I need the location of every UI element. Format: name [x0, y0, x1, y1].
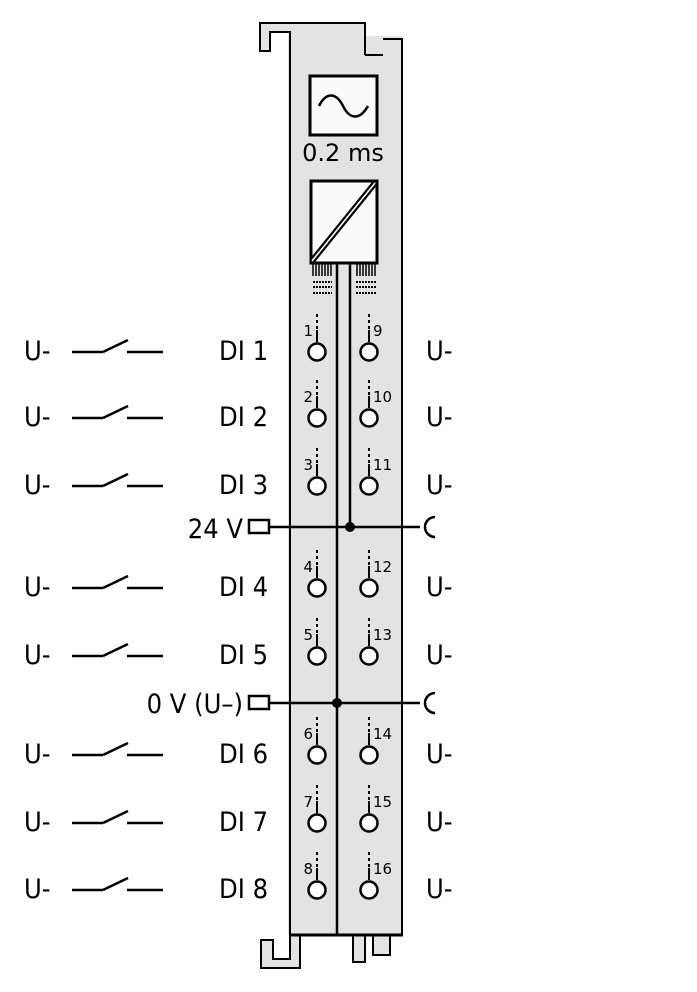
- terminal-label: U-: [426, 470, 453, 501]
- input-label: DI 6: [219, 739, 268, 770]
- source-label: U-: [24, 807, 51, 838]
- terminal-clamp-icon[interactable]: [307, 813, 327, 833]
- terminal-clamp-icon[interactable]: [307, 476, 327, 496]
- terminal-clamp-icon[interactable]: [359, 408, 379, 428]
- source-label: U-: [24, 640, 51, 671]
- input-label: DI 5: [219, 640, 268, 671]
- input-row: U- DI 4 4 12U-: [24, 550, 453, 603]
- terminal-number: 15: [373, 793, 392, 811]
- source-label: U-: [24, 336, 51, 367]
- terminal-number: 16: [373, 860, 392, 878]
- input-label: DI 7: [219, 807, 268, 838]
- terminal-clamp-icon[interactable]: [359, 342, 379, 362]
- terminal-number: 14: [373, 725, 392, 743]
- terminal-number: 5: [303, 626, 313, 644]
- source-label: U-: [24, 874, 51, 905]
- terminal-label: U-: [426, 739, 453, 770]
- terminal-clamp-icon[interactable]: [359, 476, 379, 496]
- source-label: U-: [24, 402, 51, 433]
- terminal-clamp-icon[interactable]: [307, 745, 327, 765]
- terminal-number: 11: [373, 456, 392, 474]
- terminal-clamp-icon[interactable]: [359, 813, 379, 833]
- internal-bus-lines: [335, 264, 352, 935]
- terminal-number: 3: [303, 456, 313, 474]
- terminal-number: 13: [373, 626, 392, 644]
- switch-icon: [72, 472, 163, 488]
- terminal-number: 10: [373, 388, 392, 406]
- terminal-13[interactable]: 13: [359, 618, 393, 666]
- power-rail-24v: 24 V: [188, 514, 436, 545]
- terminal-clamp-icon[interactable]: [307, 880, 327, 900]
- filter-time-label: 0.2 ms: [302, 139, 384, 167]
- terminal-label: U-: [426, 572, 453, 603]
- terminal-clamp-icon[interactable]: [359, 578, 379, 598]
- terminal-12[interactable]: 12: [359, 550, 393, 598]
- switch-icon: [72, 876, 163, 892]
- terminal-number: 12: [373, 558, 392, 576]
- input-label: DI 8: [219, 874, 268, 905]
- terminal-clamp-icon[interactable]: [359, 745, 379, 765]
- terminal-10[interactable]: 10: [359, 380, 393, 428]
- input-row: U- DI 8 8 16U-: [24, 852, 453, 905]
- terminal-number: 1: [303, 322, 313, 340]
- terminal-label: U-: [426, 336, 453, 367]
- terminal-number: 4: [303, 558, 313, 576]
- input-row: U- DI 5 5 13U-: [24, 618, 453, 671]
- terminal-label: U-: [426, 874, 453, 905]
- terminal-8[interactable]: 8: [303, 852, 327, 900]
- terminal-label: U-: [426, 402, 453, 433]
- source-label: U-: [24, 572, 51, 603]
- power-label-0v: 0 V (U–): [147, 689, 243, 720]
- terminal-5[interactable]: 5: [303, 618, 327, 666]
- switch-icon: [72, 809, 163, 825]
- terminal-clamp-icon[interactable]: [359, 880, 379, 900]
- input-row: U- DI 2 2 10U-: [24, 380, 453, 433]
- terminal-14[interactable]: 14: [359, 717, 393, 765]
- input-label: DI 4: [219, 572, 268, 603]
- input-row: U- DI 6 6 14U-: [24, 717, 453, 770]
- terminal-6[interactable]: 6: [303, 717, 327, 765]
- terminal-number: 9: [373, 322, 383, 340]
- switch-icon: [72, 642, 163, 658]
- input-row: U- DI 1 1 9U-: [24, 314, 453, 367]
- terminal-9[interactable]: 9: [359, 314, 383, 362]
- power-rail-0v: 0 V (U–): [147, 689, 436, 720]
- input-label: DI 2: [219, 402, 268, 433]
- source-label: U-: [24, 739, 51, 770]
- galvanic-isolation-icon: [309, 179, 379, 294]
- switch-icon: [72, 404, 163, 420]
- terminal-16[interactable]: 16: [359, 852, 393, 900]
- input-label: DI 3: [219, 470, 268, 501]
- power-label-24v: 24 V: [188, 514, 244, 545]
- terminal-number: 2: [303, 388, 313, 406]
- terminal-label: U-: [426, 640, 453, 671]
- switch-icon: [72, 574, 163, 590]
- terminal-clamp-icon[interactable]: [359, 646, 379, 666]
- terminal-number: 8: [303, 860, 313, 878]
- terminal-3[interactable]: 3: [303, 448, 327, 496]
- terminal-15[interactable]: 15: [359, 785, 393, 833]
- terminal-clamp-icon[interactable]: [307, 342, 327, 362]
- switch-icon: [72, 338, 163, 354]
- input-row: U- DI 3 3 11U-: [24, 448, 453, 501]
- terminal-clamp-icon[interactable]: [307, 646, 327, 666]
- terminal-label: U-: [426, 807, 453, 838]
- input-label: DI 1: [219, 336, 268, 367]
- terminal-7[interactable]: 7: [303, 785, 327, 833]
- source-label: U-: [24, 470, 51, 501]
- switch-icon: [72, 741, 163, 757]
- terminal-4[interactable]: 4: [303, 550, 327, 598]
- input-row: U- DI 7 7 15U-: [24, 785, 453, 838]
- filter-block: 0.2 ms: [302, 74, 384, 167]
- terminal-clamp-icon[interactable]: [307, 578, 327, 598]
- terminal-1[interactable]: 1: [303, 314, 327, 362]
- terminal-clamp-icon[interactable]: [307, 408, 327, 428]
- terminal-number: 6: [303, 725, 313, 743]
- terminal-2[interactable]: 2: [303, 380, 327, 428]
- terminal-number: 7: [303, 793, 313, 811]
- terminal-11[interactable]: 11: [359, 448, 393, 496]
